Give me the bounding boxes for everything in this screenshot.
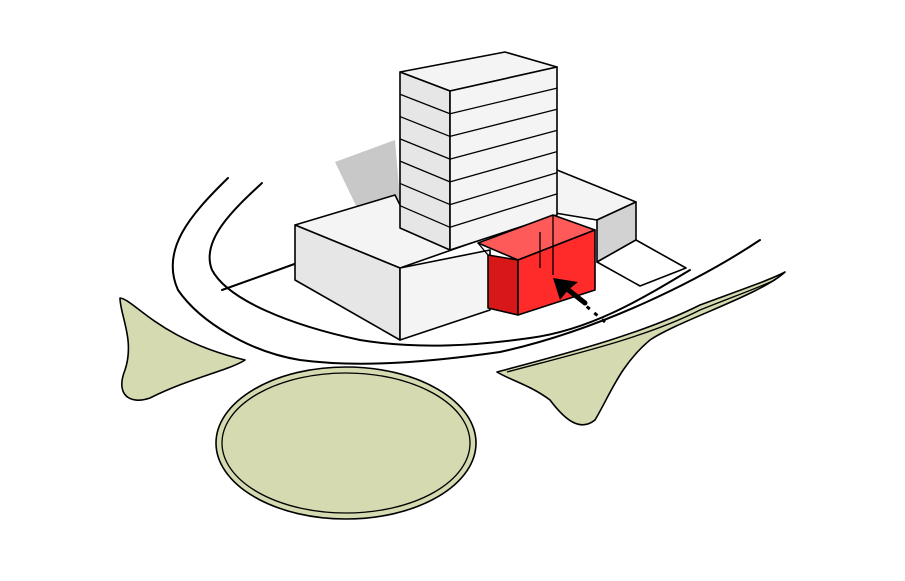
green-areas: [119, 271, 786, 520]
podium-right-ground: [596, 239, 687, 287]
tower-left-face: [399, 71, 451, 251]
podium-front-face: [399, 249, 491, 341]
tower-floor-line: [399, 87, 558, 115]
green-left-triangle: [119, 297, 246, 401]
inner-road-curve: [208, 182, 691, 347]
arrow-dashed-trail: [584, 303, 606, 324]
tower-floor-line: [399, 172, 558, 206]
site-boundary-line: [221, 261, 301, 291]
road-lines: [171, 177, 761, 365]
tower-front-face: [449, 66, 558, 251]
building-shadow: [335, 140, 400, 214]
green-right-wing: [496, 271, 786, 426]
green-oval-rim: [221, 372, 471, 514]
arrow-up-left-icon: [553, 278, 606, 324]
red-volume-front: [487, 254, 519, 316]
tower-floor-line: [399, 150, 558, 183]
tower-floor-line: [399, 193, 558, 228]
tower-floor-line: [399, 108, 558, 138]
tower-block: [399, 51, 558, 251]
tower-floor-line: [399, 129, 558, 160]
red-volume-edges: [477, 215, 554, 275]
outer-road-curve: [171, 177, 761, 365]
green-oval-plaza: [215, 366, 477, 520]
green-right-wing-rim: [506, 279, 776, 373]
tower-floor-lines: [399, 87, 558, 228]
arrow-head: [553, 278, 578, 300]
